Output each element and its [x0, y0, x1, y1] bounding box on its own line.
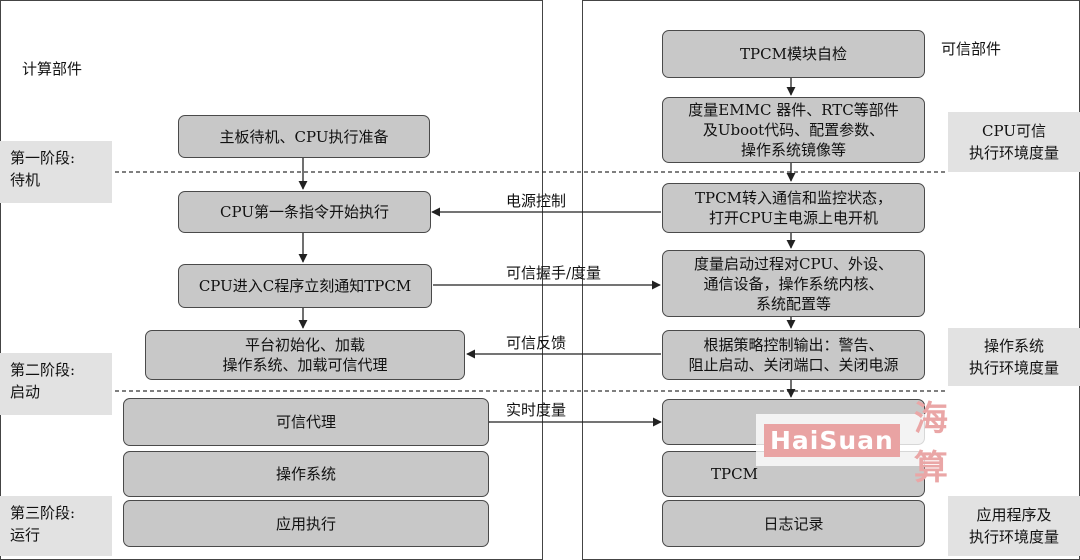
box-self-check: TPCM模块自检	[662, 30, 925, 78]
watermark-cjk: 海算	[913, 399, 976, 488]
stage-2-label: 第二阶段: 启动	[0, 353, 112, 415]
cpu-env-measure-label: CPU可信 执行环境度量	[948, 112, 1080, 172]
box-os: 操作系统	[123, 451, 489, 497]
edge-label-handshake: 可信握手/度量	[506, 264, 602, 282]
box-enter-c: CPU进入C程序立刻通知TPCM	[178, 264, 432, 308]
edge-label-power-control: 电源控制	[506, 192, 567, 210]
haisuan-watermark: HaiSuan 海算	[756, 399, 1018, 488]
watermark-latin: HaiSuan	[764, 423, 900, 457]
edge-label-realtime: 实时度量	[506, 401, 567, 419]
box-platform-init: 平台初始化、加载 操作系统、加载可信代理	[145, 330, 465, 380]
box-tpcm-report-text: TPCM	[711, 465, 758, 483]
edge-label-feedback: 可信反馈	[506, 334, 567, 352]
compute-unit-title: 计算部件	[22, 60, 83, 78]
box-measure-firmware: 度量EMMC 器件、RTC等部件 及Uboot代码、配置参数、 操作系统镜像等	[662, 97, 925, 163]
box-measure-boot: 度量启动过程对CPU、外设、 通信设备，操作系统内核、 系统配置等	[662, 250, 925, 317]
box-trusted-agent: 可信代理	[123, 398, 489, 446]
box-power-on: TPCM转入通信和监控状态， 打开CPU主电源上电开机	[662, 183, 925, 233]
box-policy-output: 根据策略控制输出：警告、 阻止启动、关闭端口、关闭电源	[662, 330, 925, 380]
trusted-unit-title: 可信部件	[941, 40, 1002, 58]
box-log: 日志记录	[662, 500, 925, 547]
app-env-measure-label: 应用程序及 执行环境度量	[948, 496, 1080, 556]
box-app: 应用执行	[123, 500, 489, 547]
stage-3-label: 第三阶段: 运行	[0, 496, 112, 556]
stage-1-label: 第一阶段: 待机	[0, 141, 112, 203]
box-standby: 主板待机、CPU执行准备	[178, 115, 430, 158]
os-env-measure-label: 操作系统 执行环境度量	[948, 328, 1080, 386]
box-first-instruction: CPU第一条指令开始执行	[178, 191, 431, 233]
